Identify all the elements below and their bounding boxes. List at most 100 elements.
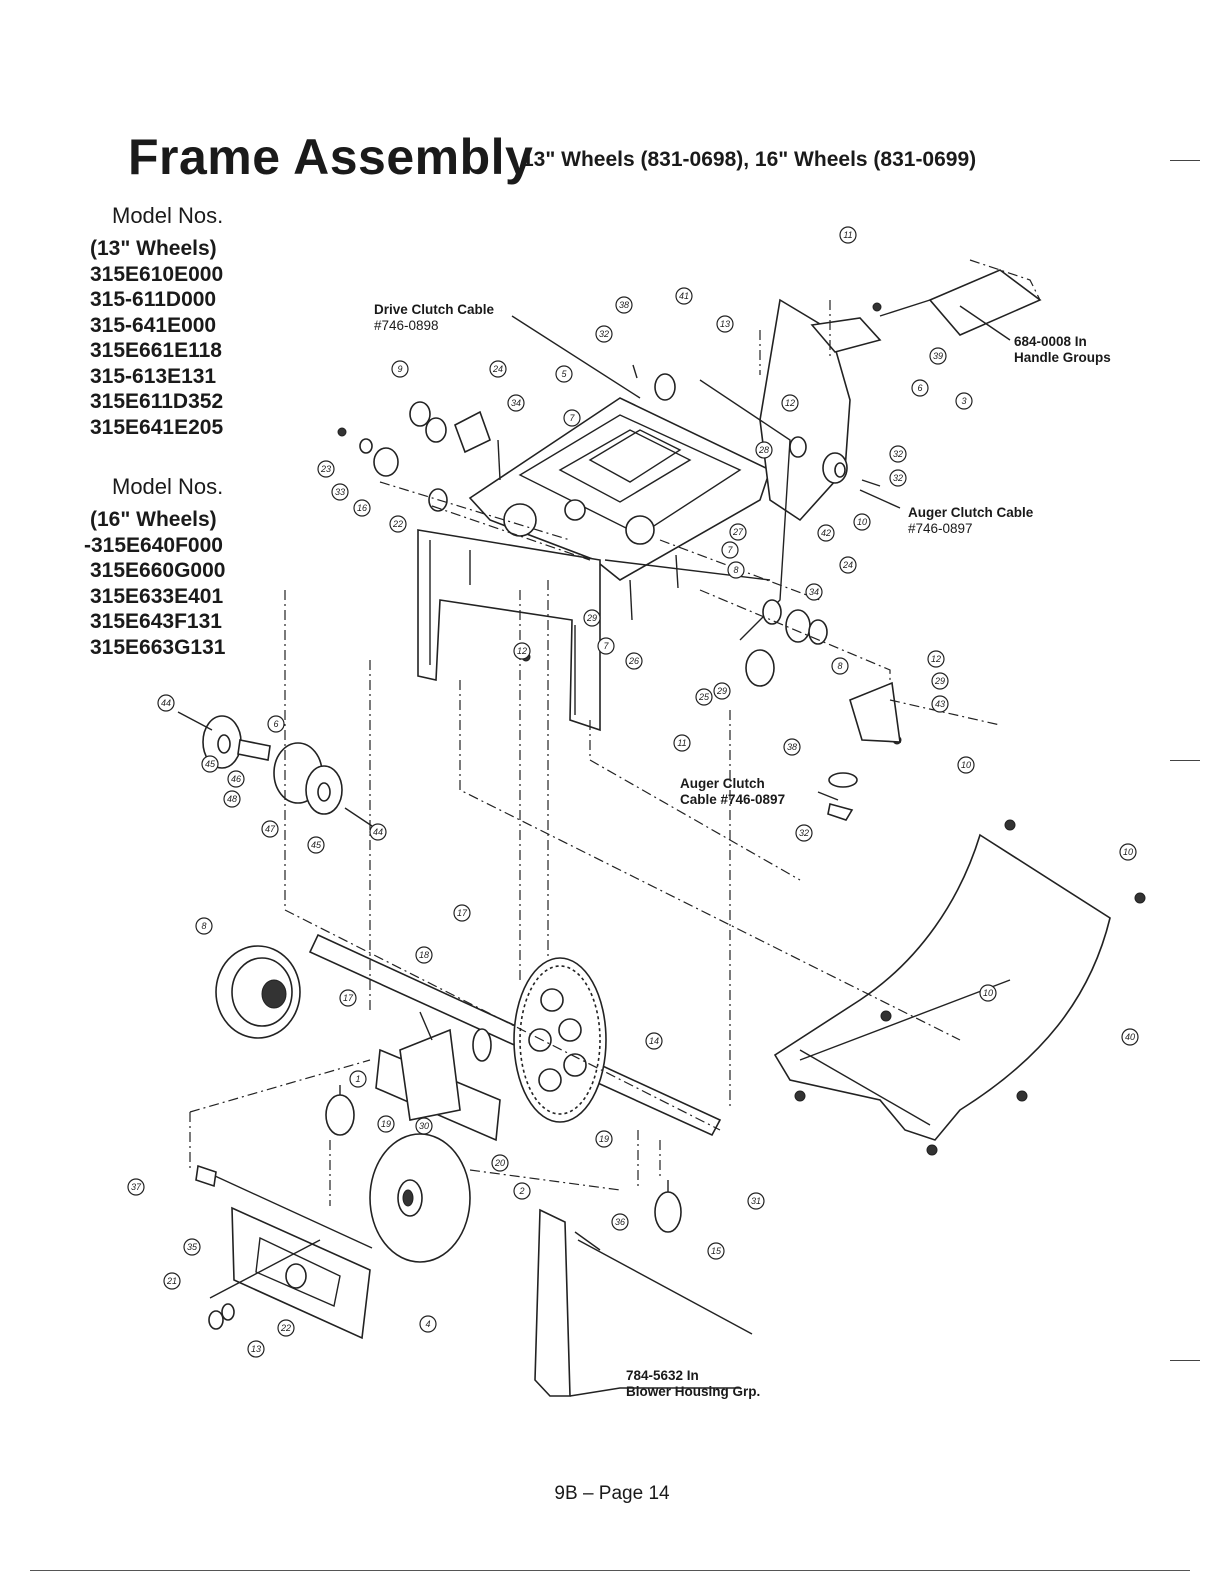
callout-number: 12 — [931, 654, 941, 664]
callout-number: 45 — [205, 759, 216, 769]
callout-number: 11 — [677, 738, 686, 748]
part-callout: 21 — [163, 1272, 181, 1290]
callout-circle — [415, 1117, 433, 1135]
page-edge-mark — [1170, 160, 1200, 161]
callout-number: 44 — [161, 698, 171, 708]
callout-circle — [595, 325, 613, 343]
part-callout: 37 — [127, 1178, 145, 1196]
callout-number: 37 — [131, 1182, 142, 1192]
part-callout: 7 — [563, 409, 581, 427]
part-callout: 48 — [223, 790, 241, 808]
part-callout: 10 — [957, 756, 975, 774]
model-number: 315E663G131 — [90, 635, 226, 659]
part-callout: 19 — [595, 1130, 613, 1148]
part-callout: 38 — [615, 296, 633, 314]
callout-circle — [267, 715, 285, 733]
assembly-guide-lines — [189, 300, 1001, 1206]
callout-number: 19 — [599, 1134, 609, 1144]
part-callout: 45 — [307, 836, 325, 854]
lower-bracket — [195, 1164, 373, 1340]
part-callout: 10 — [1119, 843, 1137, 861]
right-pulley-stack — [745, 599, 901, 821]
callout-circle — [927, 650, 945, 668]
model-number: 315E641E205 — [90, 415, 224, 439]
callout-circle — [391, 360, 409, 378]
part-callout: 25 — [695, 688, 713, 706]
callout-number: 20 — [494, 1158, 505, 1168]
callout-number: 2 — [518, 1186, 524, 1196]
callout-number: 38 — [787, 742, 797, 752]
model-number: 315E610E000 — [90, 262, 224, 286]
callout-number: 6 — [917, 383, 922, 393]
callout-circle — [625, 652, 643, 670]
hex-shaft-and-gear — [308, 933, 722, 1142]
part-callout: 22 — [389, 515, 407, 533]
callout-number: 29 — [934, 676, 945, 686]
callout-number: 8 — [733, 565, 738, 575]
callout-circle — [1121, 1028, 1139, 1046]
part-callout: 9 — [391, 360, 409, 378]
part-callout: 26 — [625, 652, 643, 670]
callout-circle — [491, 1154, 509, 1172]
callout-number: 25 — [698, 692, 710, 702]
callout-circle — [227, 770, 245, 788]
callout-number: 24 — [842, 560, 853, 570]
frame-left-side-plate — [417, 529, 601, 732]
idler-pulley-group — [359, 373, 848, 512]
callout-circle — [721, 541, 739, 559]
part-callout: 33 — [331, 483, 349, 501]
part-callout: 16 — [353, 499, 371, 517]
callout-number: 32 — [893, 449, 903, 459]
callout-circle — [931, 672, 949, 690]
part-callout: 2 — [513, 1182, 531, 1200]
callout-number: 22 — [280, 1323, 291, 1333]
part-callout: 5 — [555, 365, 573, 383]
callout-circle — [729, 523, 747, 541]
callout-circle — [201, 755, 219, 773]
callout-number: 15 — [711, 1246, 722, 1256]
callout-circle — [369, 823, 387, 841]
model-list-16: (16" Wheels) -315E640F000 315E660G000 31… — [84, 507, 225, 660]
callout-circle — [831, 657, 849, 675]
part-callout: 27 — [729, 523, 747, 541]
part-callout: 36 — [611, 1213, 629, 1231]
callout-number: 19 — [381, 1119, 391, 1129]
callout-circle — [339, 989, 357, 1007]
callout-circle — [615, 296, 633, 314]
shift-rods — [325, 1085, 682, 1233]
callout-number: 44 — [373, 827, 383, 837]
callout-circle — [747, 1192, 765, 1210]
callout-number: 6 — [273, 719, 278, 729]
callout-number: 32 — [799, 828, 809, 838]
callout-circle — [377, 1115, 395, 1133]
callout-number: 26 — [628, 656, 639, 666]
part-callout: 20 — [491, 1154, 509, 1172]
callout-number: 3 — [961, 396, 966, 406]
callout-number: 33 — [335, 487, 345, 497]
callout-circle — [127, 1178, 145, 1196]
callout-circle — [415, 946, 433, 964]
callout-number: 39 — [933, 351, 943, 361]
callout-number: 10 — [1123, 847, 1133, 857]
part-callout: 39 — [929, 347, 947, 365]
part-callout: 4 — [419, 1315, 437, 1333]
callout-number: 42 — [821, 528, 831, 538]
part-callout: 11 — [839, 226, 857, 244]
model-heading-16: Model Nos. — [112, 474, 224, 499]
callout-number: 10 — [857, 517, 867, 527]
callout-number: 14 — [649, 1036, 659, 1046]
callout-number: 34 — [511, 398, 521, 408]
left-pulley-assembly — [202, 715, 343, 815]
callout-number: 17 — [457, 908, 468, 918]
callout-number: 32 — [893, 473, 903, 483]
callout-circle — [195, 917, 213, 935]
callout-number: 7 — [727, 545, 733, 555]
callout-circle — [183, 1238, 201, 1256]
callout-number: 31 — [751, 1196, 761, 1206]
part-callout: 34 — [805, 583, 823, 601]
part-callout: 8 — [195, 917, 213, 935]
part-callout: 15 — [707, 1242, 725, 1260]
auger-clutch-cable-note: Auger Clutch Cable #746-0897 — [908, 505, 1034, 536]
part-callout: 17 — [453, 904, 471, 922]
part-callout: 40 — [1121, 1028, 1139, 1046]
